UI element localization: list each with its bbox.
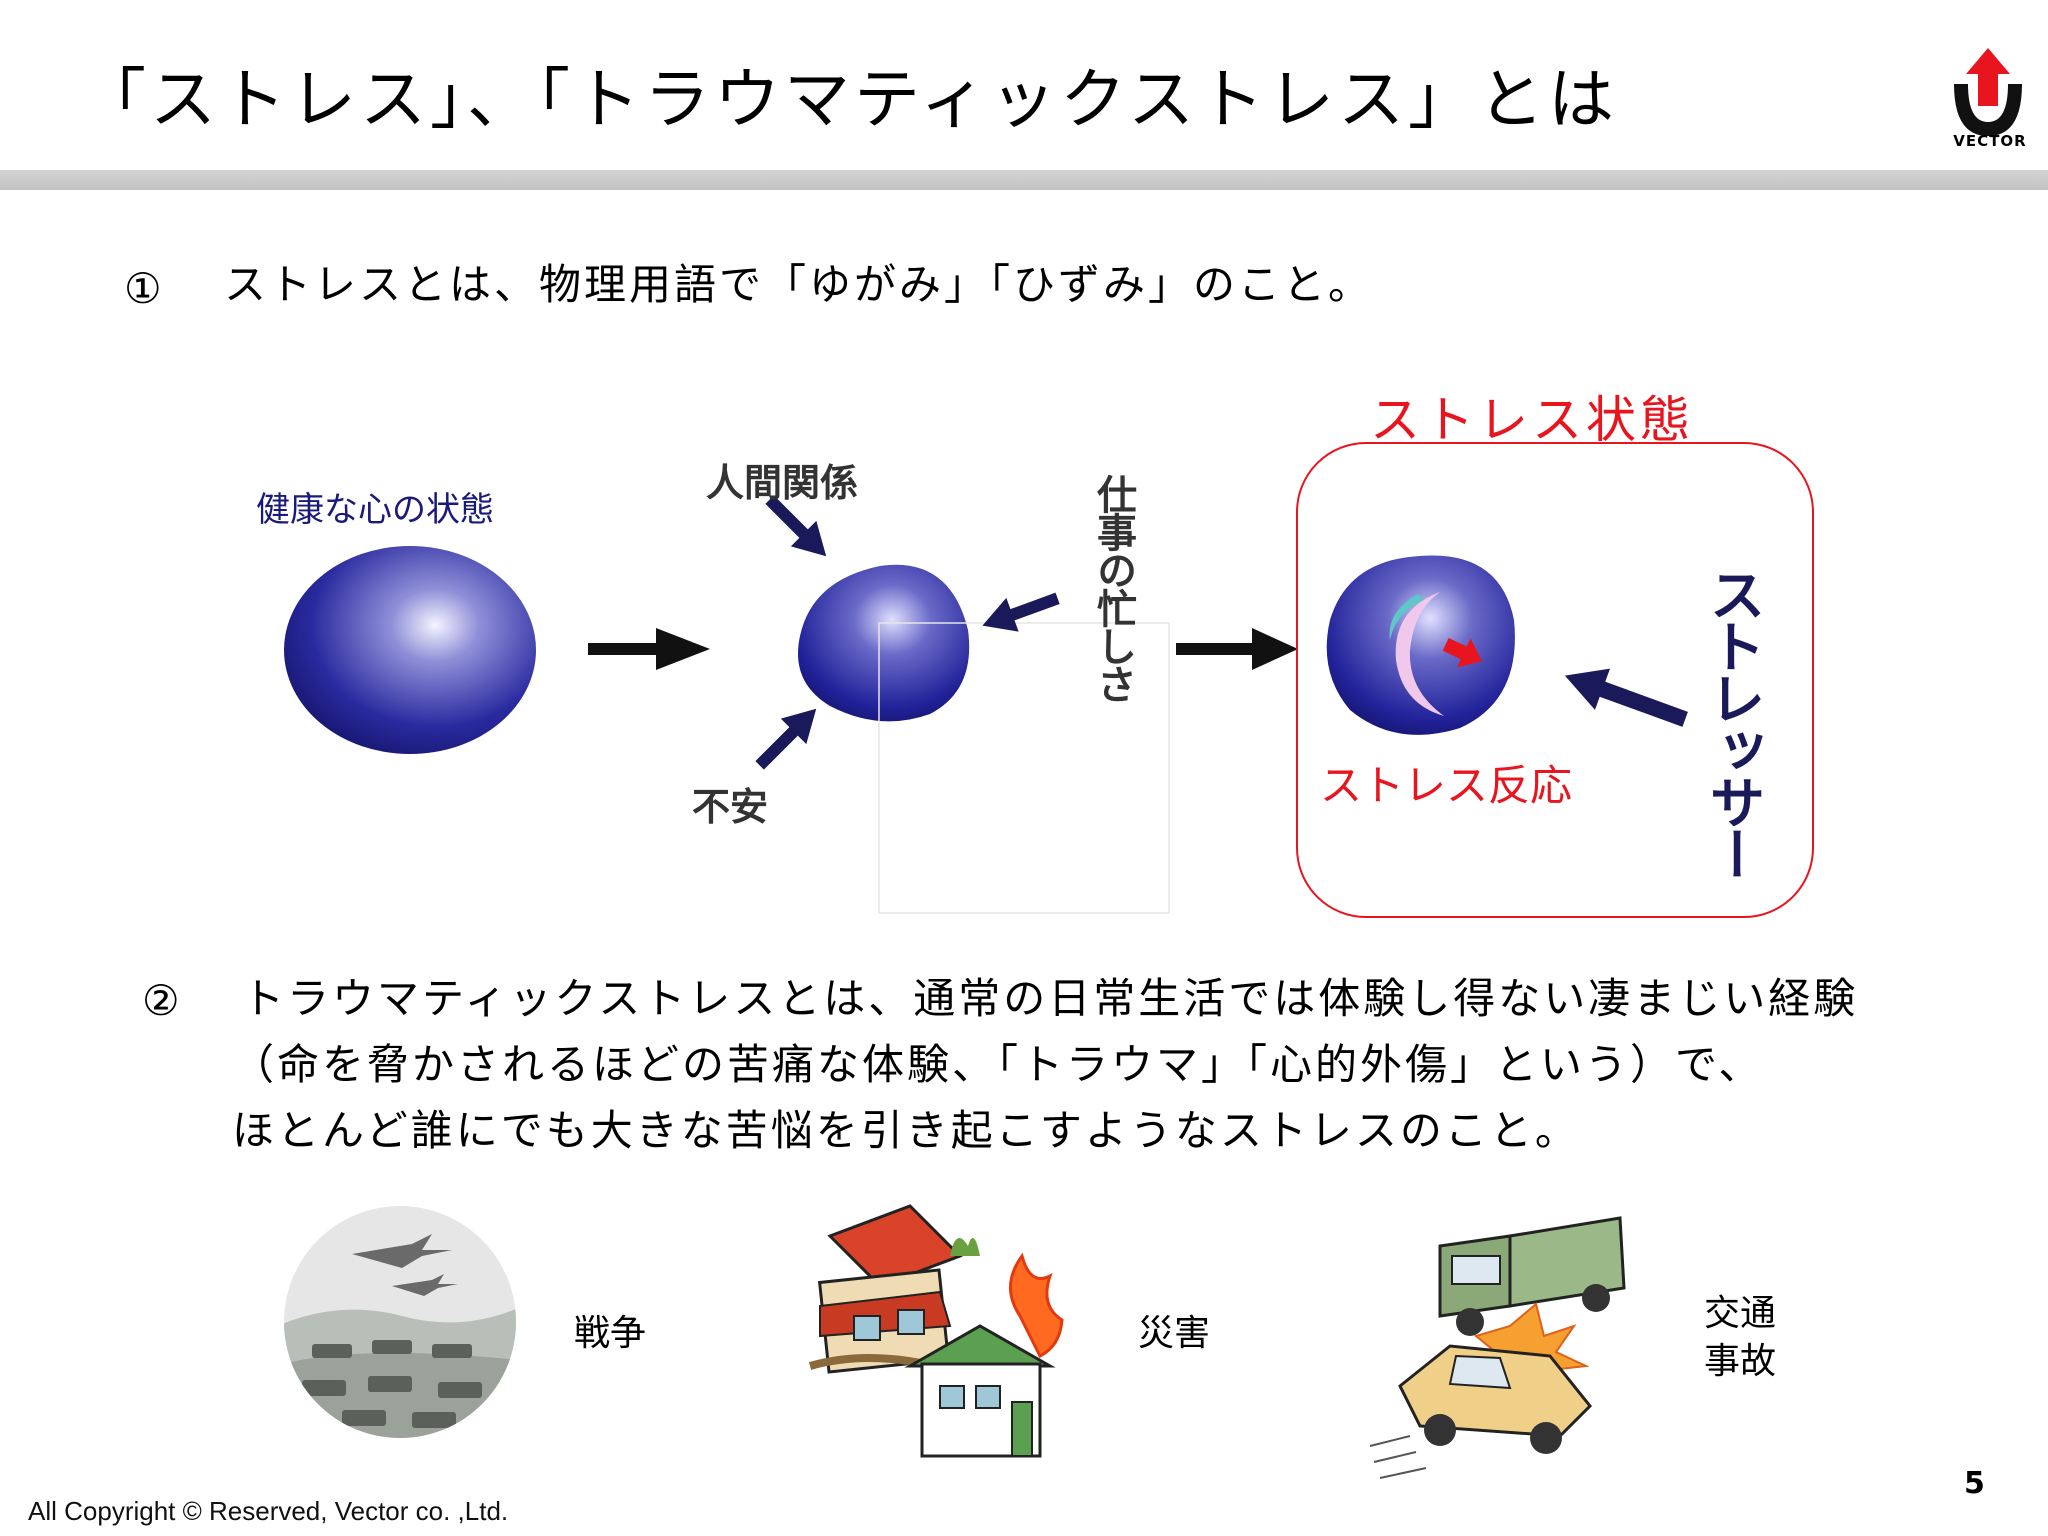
- section2-line-1: トラウマティックストレスとは、通常の日常生活では体験し得ない凄まじい経験: [242, 974, 1859, 1023]
- stressed-mind-sphere: [1326, 555, 1515, 735]
- stressor-arrow-icon: [1564, 668, 1688, 727]
- stressor-label: ストレッサー: [1700, 566, 1765, 878]
- section1-number: ①: [124, 264, 165, 313]
- page-title: 「ストレス」、「トラウマティックストレス」とは: [80, 61, 1619, 138]
- anxiety-label: 不安: [692, 785, 769, 829]
- arrow-anxiety-icon: [755, 708, 817, 770]
- header-divider: [0, 170, 2048, 190]
- stress-response-arrow-icon: [1442, 638, 1482, 668]
- healthy-mind-sphere: [284, 546, 536, 754]
- vector-logo-icon: [1954, 48, 2022, 136]
- arrow-right-icon: [588, 628, 710, 670]
- stress-state-title: ストレス状態: [1370, 391, 1694, 449]
- arrow-right-icon: [1176, 628, 1298, 670]
- healthy-mind-label: 健康な心の状態: [256, 490, 494, 530]
- copyright-notice: All Copyright © Reserved, Vector co. ,Lt…: [28, 1496, 509, 1526]
- traffic-label-line2: 事故: [1704, 1341, 1777, 1382]
- human-relations-label: 人間関係: [706, 461, 859, 505]
- war-illustration: [284, 1206, 516, 1438]
- war-label: 戦争: [574, 1313, 647, 1354]
- disaster-label: 災害: [1138, 1313, 1211, 1354]
- arrow-work-icon: [982, 592, 1060, 632]
- section1-text: ストレスとは、物理用語で「ゆがみ」「ひずみ」のこと。: [224, 260, 1374, 309]
- arrow-human-relations-icon: [765, 495, 827, 557]
- traffic-accident-illustration: [1369, 1216, 1626, 1479]
- section2-line-2: （命を脅かされるほどの苦痛な体験、「トラウマ」「心的外傷」という）で、: [232, 1040, 1764, 1089]
- stress-state-box: [1296, 442, 1814, 918]
- distorted-mind-shape: [798, 564, 970, 722]
- section2-line-3: ほとんど誰にでも大きな苦悩を引き起こすようなストレスのこと。: [232, 1106, 1580, 1155]
- disaster-illustration: [808, 1204, 1064, 1458]
- crescent-icon: [1395, 592, 1444, 716]
- busy-work-label: 仕事の忙しさ: [1090, 474, 1136, 702]
- traffic-label-line1: 交通: [1704, 1293, 1777, 1334]
- page-number: 5: [1964, 1466, 1985, 1501]
- stress-response-label: ストレス反応: [1320, 761, 1573, 810]
- logo-text: VECTOR: [1953, 132, 2027, 150]
- section2-number: ②: [142, 976, 183, 1025]
